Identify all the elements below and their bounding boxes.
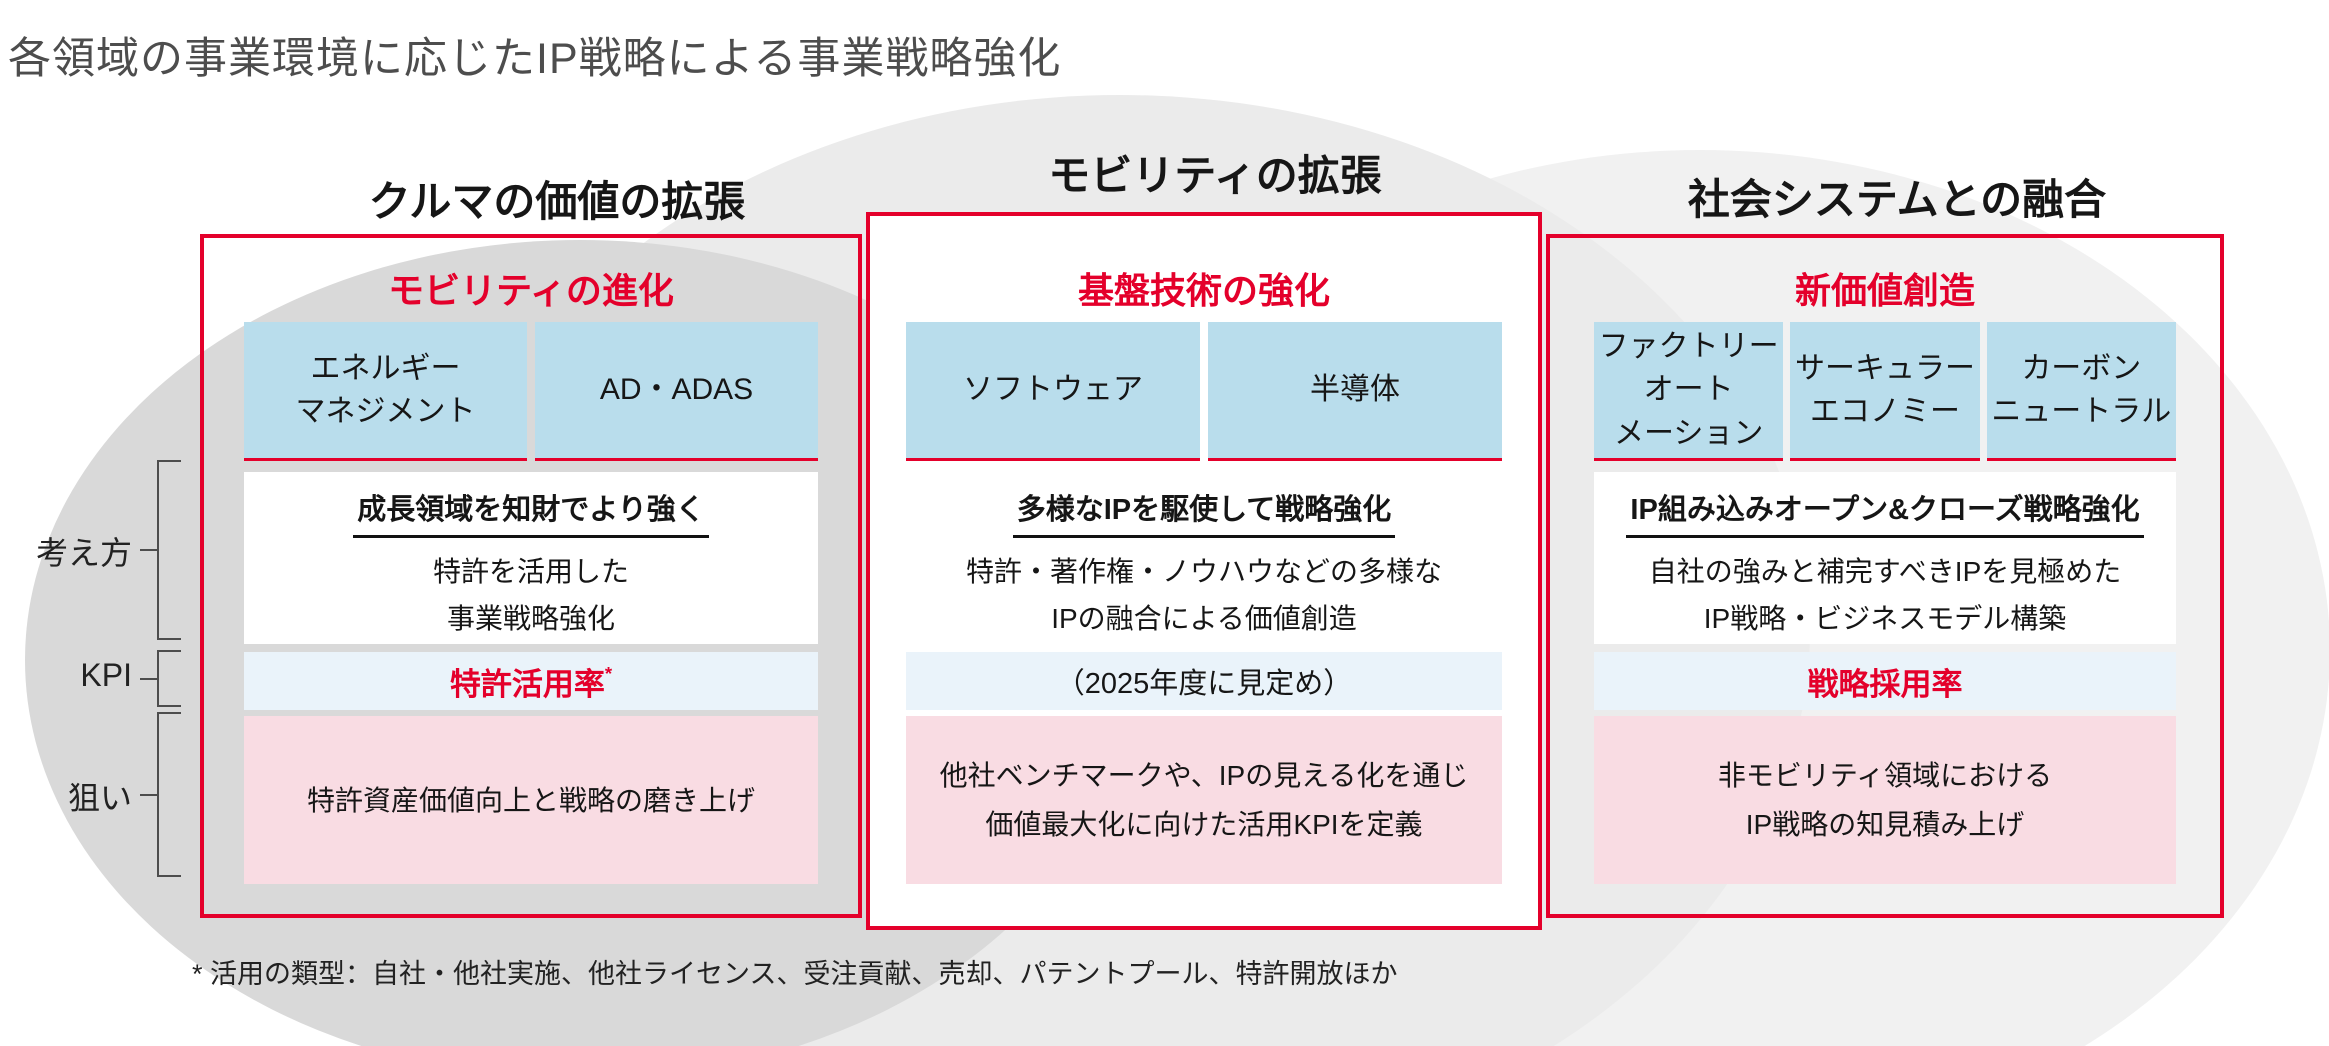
approach-box: 多様なIPを駆使して戦略強化 特許・著作権・ノウハウなどの多様な IPの融合によ… (906, 472, 1502, 644)
kpi-label: 特許活用率 (449, 666, 605, 702)
approach-box: 成長領域を知財でより強く 特許を活用した 事業戦略強化 (244, 472, 818, 644)
kpi-box: （2025年度に見定め） (906, 652, 1502, 710)
category-row: ソフトウェア 半導体 (906, 322, 1502, 461)
column-social-system-frame: 新価値創造 ファクトリー オート メーション サーキュラー エコノミー カーボン… (1546, 234, 2224, 918)
approach-box: IP組み込みオープン&クローズ戦略強化 自社の強みと補完すべきIPを見極めた I… (1594, 472, 2176, 644)
approach-heading: 多様なIPを駆使して戦略強化 (1012, 486, 1396, 538)
column-header-mobility: モビリティの拡張 (1048, 152, 1382, 199)
category-box-circular-economy: サーキュラー エコノミー (1790, 322, 1980, 461)
column-header-social-system: 社会システムとの融合 (1687, 176, 2107, 223)
category-row: ファクトリー オート メーション サーキュラー エコノミー カーボン ニュートラ… (1594, 322, 2176, 461)
category-box-factory-automation: ファクトリー オート メーション (1594, 322, 1784, 461)
row-label-aim: 狙い (67, 780, 132, 816)
column-header-car-value: クルマの価値の拡張 (368, 178, 746, 225)
kpi-box: 特許活用率* (244, 652, 818, 710)
row-label-kpi: KPI (80, 657, 132, 693)
approach-body: 特許を活用した 事業戦略強化 (432, 556, 629, 635)
approach-body: 特許・著作権・ノウハウなどの多様な IPの融合による価値創造 (965, 556, 1442, 635)
category-box-semiconductor: 半導体 (1208, 322, 1502, 461)
category-row: エネルギー マネジメント AD・ADAS (244, 322, 818, 461)
column-subtitle: 基盤技術の強化 (1077, 270, 1330, 311)
category-box-energy-management: エネルギー マネジメント (244, 322, 527, 461)
bracket-approach (140, 460, 181, 640)
category-box-software: ソフトウェア (906, 322, 1200, 461)
aim-box: 非モビリティ領域における IP戦略の知見積み上げ (1594, 716, 2176, 884)
kpi-label: 戦略採用率 (1807, 666, 1963, 702)
page-title: 各領域の事業環境に応じたIP戦略による事業戦略強化 (8, 35, 1062, 83)
column-subtitle: モビリティの進化 (388, 270, 674, 311)
footnote: * 活用の類型：自社・他社実施、他社ライセンス、受注貢献、売却、パテントプール、… (192, 959, 1398, 989)
column-car-value-frame: モビリティの進化 エネルギー マネジメント AD・ADAS 成長領域を知財でより… (200, 234, 862, 918)
category-box-ad-adas: AD・ADAS (535, 322, 818, 461)
approach-heading: 成長領域を知財でより強く (353, 486, 709, 538)
kpi-box: 戦略採用率 (1594, 652, 2176, 710)
column-mobility-frame: 基盤技術の強化 ソフトウェア 半導体 多様なIPを駆使して戦略強化 特許・著作権… (866, 212, 1542, 930)
bracket-kpi (140, 650, 181, 707)
approach-heading: IP組み込みオープン&クローズ戦略強化 (1626, 486, 2144, 538)
approach-body: 自社の強みと補完すべきIPを見極めた IP戦略・ビジネスモデル構築 (1648, 556, 2122, 635)
kpi-label: （2025年度に見定め） (1055, 668, 1353, 700)
column-subtitle: 新価値創造 (1794, 270, 1975, 311)
row-label-approach: 考え方 (35, 535, 132, 571)
category-box-carbon-neutral: カーボン ニュートラル (1986, 322, 2176, 461)
aim-box: 特許資産価値向上と戦略の磨き上げ (244, 716, 818, 884)
bracket-aim (140, 712, 181, 877)
aim-box: 他社ベンチマークや、IPの見える化を通じ 価値最大化に向けた活用KPIを定義 (906, 716, 1502, 884)
